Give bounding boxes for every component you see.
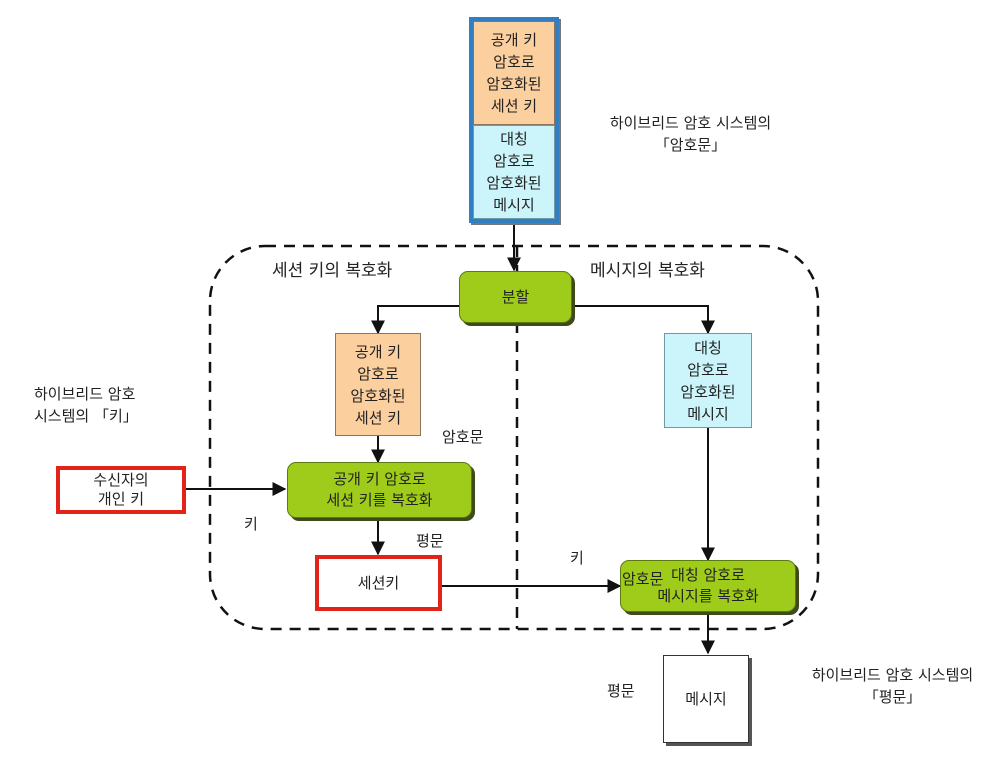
line: 하이브리드 암호 시스템의 (609, 114, 772, 132)
line: 공개 키 암호로 (333, 470, 426, 488)
plaintext-mid-label: 평문 (416, 532, 444, 550)
decrypt-session-key-box: 공개 키 암호로 세션 키를 복호화 (287, 462, 472, 518)
session-key-label: 세션키 (357, 574, 400, 592)
line: 세션 키 (354, 408, 402, 427)
line: 세션 키 (490, 97, 538, 115)
line: 하이브리드 암호 시스템의 (811, 666, 974, 684)
session-key-box: 세션키 (315, 555, 442, 611)
line: 암호로 (493, 53, 535, 71)
message-label: 메시지 (685, 690, 727, 708)
right-encrypted-message-box: 대칭 암호로 암호화된 메시지 (664, 333, 752, 428)
message-box: 메시지 (663, 655, 749, 743)
split-label: 분할 (501, 288, 530, 306)
line: 암호로 (493, 152, 535, 170)
line: 세션 키를 복호화 (326, 491, 433, 509)
ciphertext-small-label: 암호문 (442, 428, 484, 446)
line: 메시지를 복호화 (657, 587, 759, 605)
ciphertext-overlap-label: 암호문 (622, 570, 664, 588)
line: 메시지 (493, 196, 535, 214)
decrypt-message-box: 대칭 암호로 메시지를 복호화 (620, 560, 796, 612)
line: 공개 키 (490, 31, 538, 49)
arrow-split-to-right (572, 305, 715, 335)
hybrid-ciphertext-label: 하이브리드 암호 시스템의 「암호문」 (588, 112, 793, 156)
hybrid-plaintext-label: 하이브리드 암호 시스템의 「평문」 (785, 664, 1000, 708)
key-right-label: 키 (570, 549, 584, 567)
line: 대칭 암호로 (671, 566, 745, 584)
line: 암호로 (687, 360, 729, 379)
line: 「암호문」 (654, 136, 727, 154)
line: 대칭 (500, 130, 528, 148)
line: 시스템의 「키」 (34, 407, 138, 425)
plaintext-bottom-label: 평문 (607, 682, 635, 700)
line: 공개 키 (354, 342, 402, 361)
line: 메시지 (687, 404, 729, 423)
message-decryption-heading: 메시지의 복호화 (590, 261, 705, 281)
line: 암호로 (357, 364, 399, 383)
line: 암호화된 (680, 382, 736, 401)
arrow-split-to-left (371, 305, 459, 335)
line: 암호화된 (486, 174, 542, 192)
split-box: 분할 (459, 271, 572, 323)
line: 「평문」 (863, 688, 922, 706)
receiver-private-key-box: 수신자의 개인 키 (56, 466, 186, 514)
session-key-decryption-heading: 세션 키의 복호화 (272, 261, 393, 281)
key-left-label: 키 (244, 515, 258, 533)
ciphertext-encrypted-message: 대칭 암호로 암호화된 메시지 (473, 125, 555, 219)
line: 수신자의 (93, 471, 149, 489)
ciphertext-encrypted-session-key: 공개 키 암호로 암호화된 세션 키 (473, 21, 555, 125)
line: 개인 키 (97, 490, 145, 508)
line: 암호화된 (486, 75, 542, 93)
line: 대칭 (694, 338, 722, 357)
hybrid-key-label: 하이브리드 암호 시스템의 「키」 (34, 383, 138, 427)
left-encrypted-session-key-box: 공개 키 암호로 암호화된 세션 키 (335, 333, 421, 436)
line: 하이브리드 암호 (34, 385, 136, 403)
ciphertext-frame (469, 17, 559, 223)
line: 암호화된 (350, 386, 406, 405)
